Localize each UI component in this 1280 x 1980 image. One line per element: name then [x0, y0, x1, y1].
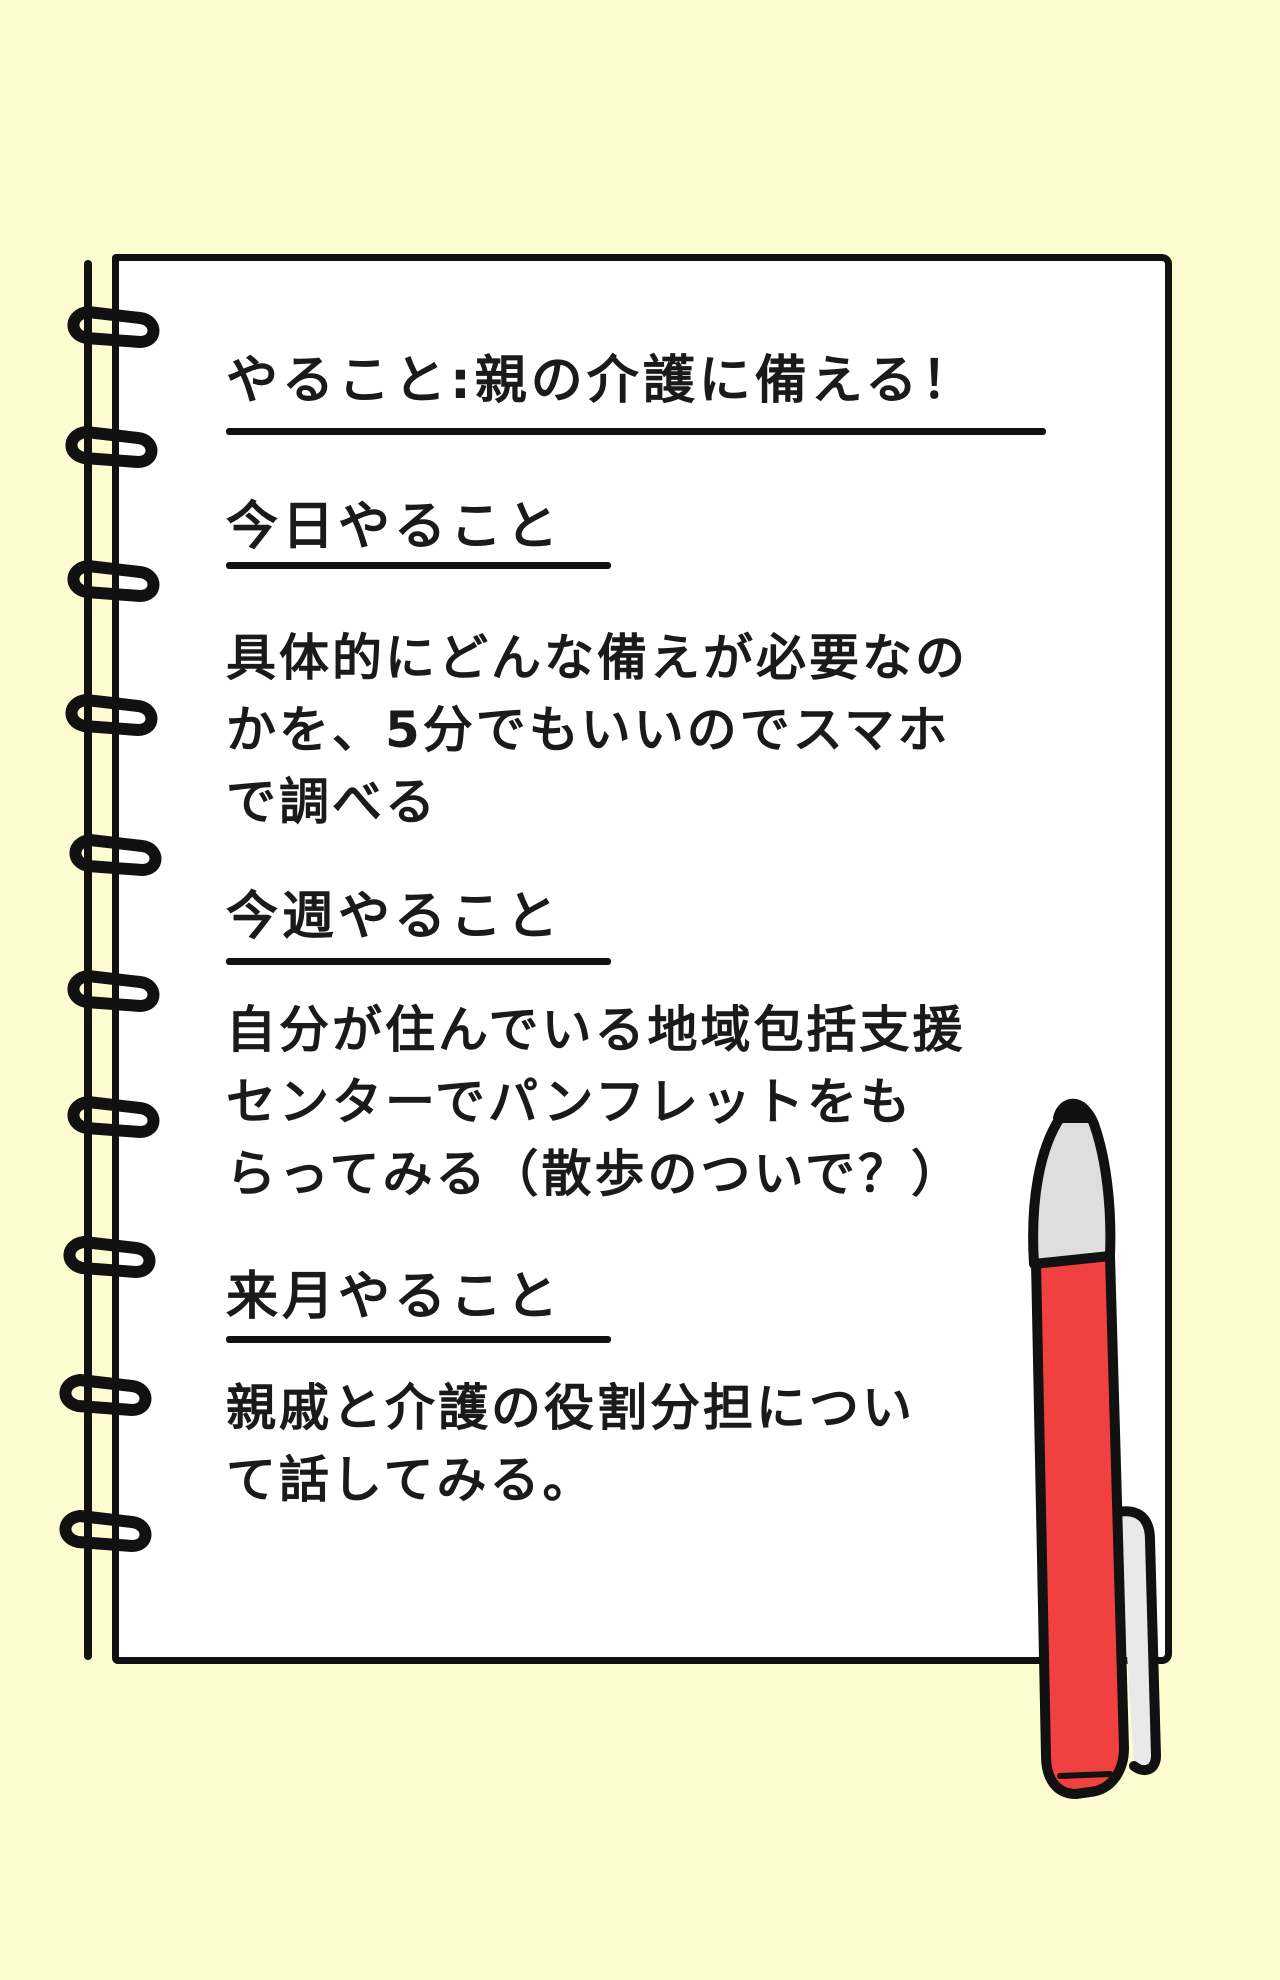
page-title: やること:親の介護に備える！ [226, 351, 978, 411]
section-heading-today: 今日やること [226, 497, 563, 557]
title-underline [226, 428, 1046, 435]
section-body-next-month: 親戚と介護の役割分担につい て話してみる。 [226, 1372, 1086, 1516]
task-line: て話してみる。 [226, 1451, 596, 1509]
task-line: で調べる [226, 773, 438, 831]
task-line: 具体的にどんな備えが必要なの [226, 629, 968, 687]
section-underline-today [226, 562, 611, 569]
section-body-today: 具体的にどんな備えが必要なの かを、5分でもいいのでスマホ で調べる [226, 622, 1086, 838]
task-line: らってみる（散歩のついで？） [226, 1145, 964, 1203]
section-heading-this-week: 今週やること [226, 887, 563, 947]
task-line: センターでパンフレットをも [226, 1073, 913, 1131]
task-line: かを、5分でもいいのでスマホ [226, 701, 951, 759]
pen-end-detail [1057, 1771, 1113, 1779]
section-heading-next-month: 来月やること [226, 1267, 563, 1327]
notebook-spine [84, 260, 92, 1660]
task-line: 自分が住んでいる地域包括支援 [226, 1001, 966, 1059]
task-line: 親戚と介護の役割分担につい [226, 1379, 915, 1437]
section-underline-this-week [226, 958, 611, 965]
section-underline-next-month [226, 1336, 611, 1343]
section-body-this-week: 自分が住んでいる地域包括支援 センターでパンフレットをも らってみる（散歩のつい… [226, 994, 1086, 1210]
